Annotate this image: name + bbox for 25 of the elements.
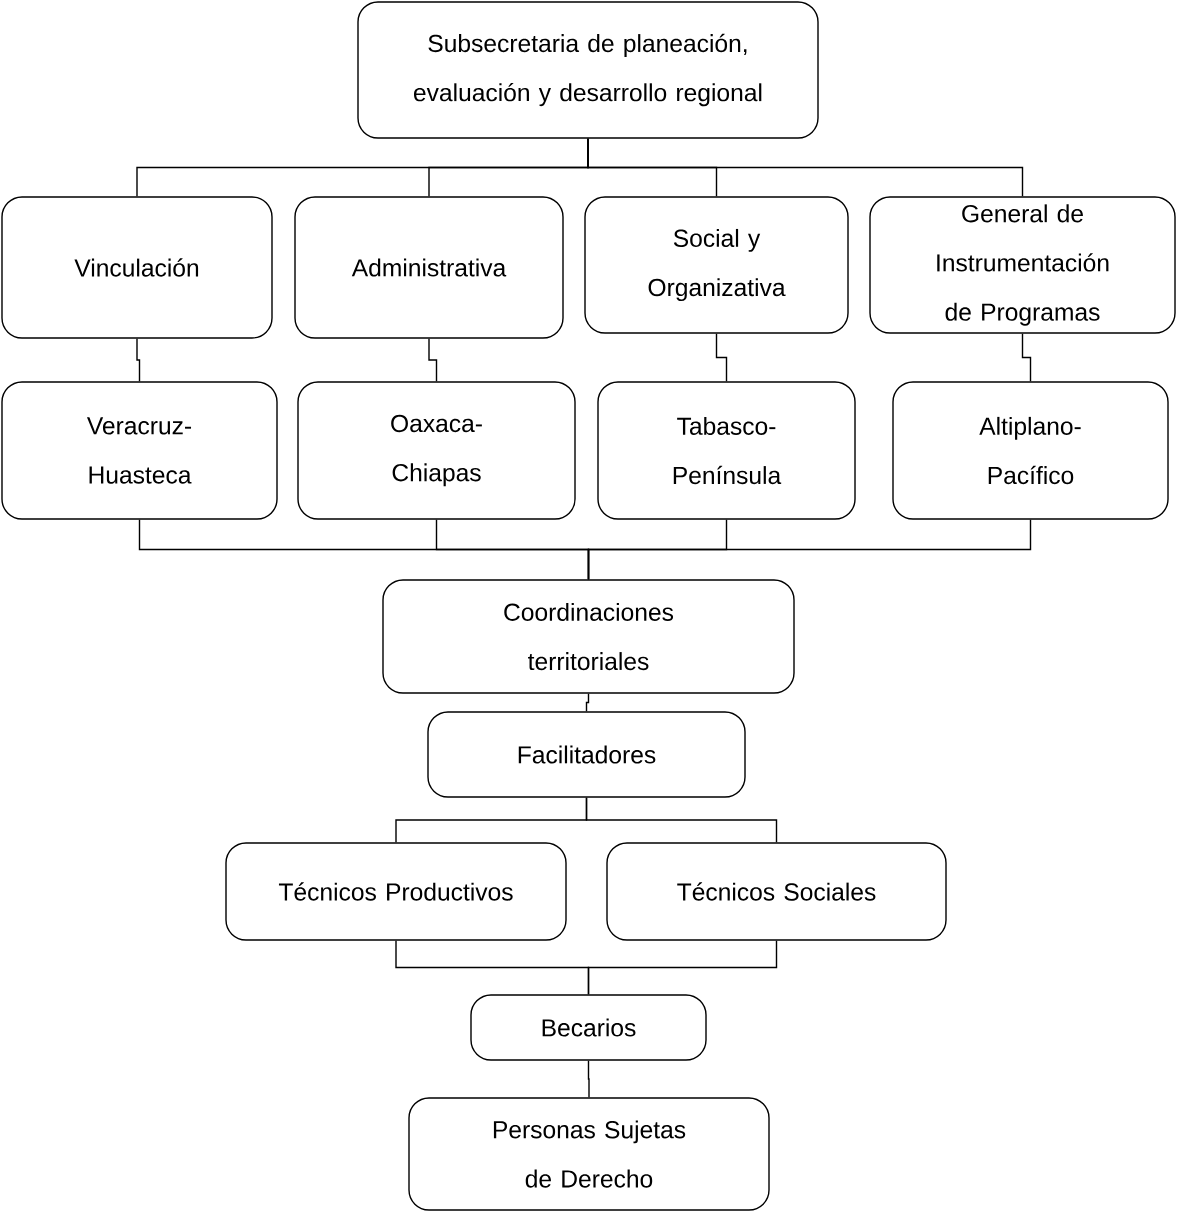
connector-line (428, 338, 438, 382)
org-box: Subsecretaria de planeación, evaluación y desarrollo regional (357, 1, 819, 139)
connector-line (587, 1060, 590, 1098)
org-box: Coordinaciones territoriales (382, 579, 795, 694)
org-box: General de Instrumentación de Programas (869, 196, 1176, 334)
org-box: Becarios (470, 994, 707, 1061)
connector-line (587, 519, 1032, 580)
connector-line (587, 138, 1024, 197)
connector-line (136, 338, 141, 382)
connector-line (1021, 333, 1032, 382)
org-box: Veracruz-Huasteca (1, 381, 278, 520)
connector-line (585, 693, 590, 712)
org-box: Facilitadores (427, 711, 746, 798)
org-box: Administrativa (294, 196, 564, 339)
org-box: Personas Sujetas de Derecho (408, 1097, 770, 1211)
org-box: Altiplano-Pacífico (892, 381, 1169, 520)
connector-line (587, 940, 778, 995)
org-box: Social y Organizativa (584, 196, 849, 334)
org-box: Tabasco-Península (597, 381, 856, 520)
org-box: Oaxaca-Chiapas (297, 381, 576, 520)
org-box: Técnicos Sociales (606, 842, 947, 941)
org-box: Vinculación (1, 196, 273, 339)
connector-line (715, 333, 728, 382)
connector-line (585, 797, 778, 843)
org-box: Técnicos Productivos (225, 842, 567, 941)
